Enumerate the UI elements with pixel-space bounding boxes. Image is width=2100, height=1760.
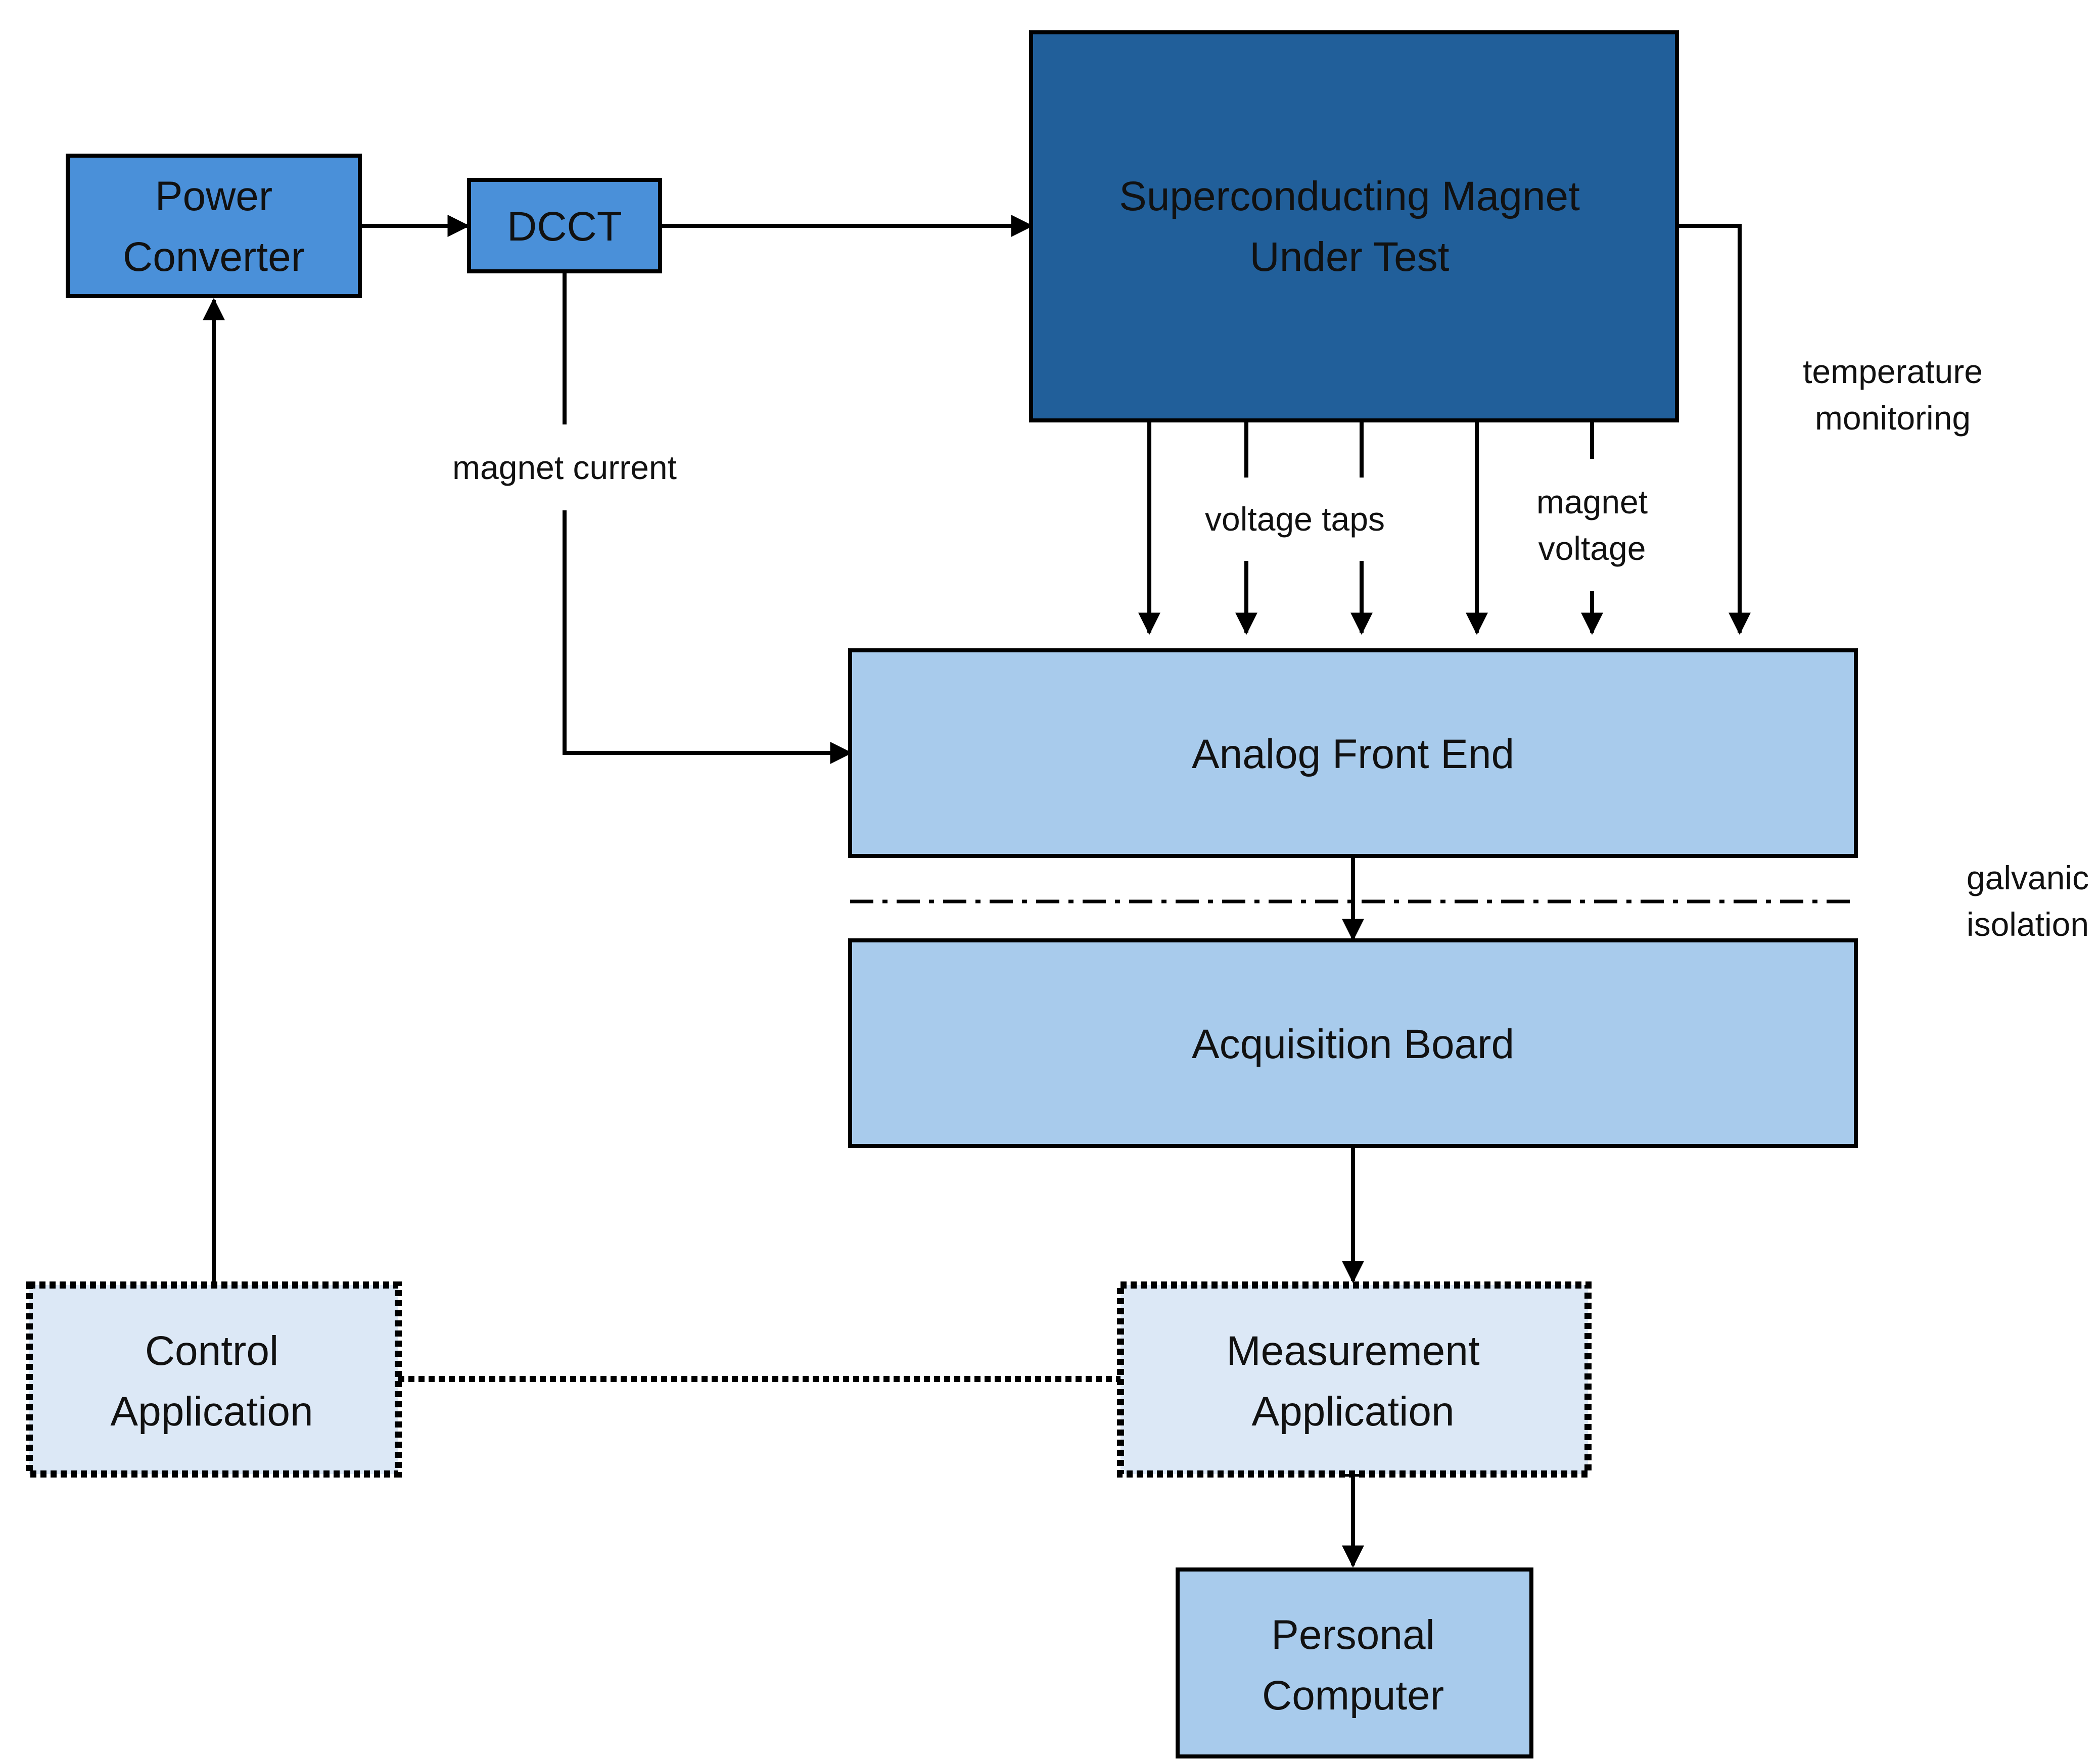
temperature-monitoring-arrow xyxy=(1677,224,1751,635)
magnet-voltage-label-line-2: voltage xyxy=(1538,530,1646,567)
personal-computer-label-line-2: Computer xyxy=(1262,1673,1444,1719)
voltage-taps-label: voltage taps xyxy=(1205,500,1385,538)
control-application-block: Control Application xyxy=(26,1281,402,1478)
analog-front-end-block: Analog Front End xyxy=(848,648,1858,858)
dcct-block: DCCT xyxy=(467,178,662,273)
magnet-current-label: magnet current xyxy=(452,449,677,486)
power-converter-label-line-1: Power xyxy=(155,173,272,219)
power-converter-label-line-2: Converter xyxy=(123,234,305,280)
dcct-label: DCCT xyxy=(507,204,622,250)
measurement-application-label-line-2: Application xyxy=(1251,1389,1454,1435)
temperature-monitoring-label-line-1: temperature xyxy=(1803,353,1983,390)
connectors xyxy=(203,215,1856,1568)
analog-front-end-label: Analog Front End xyxy=(1192,731,1514,777)
acquisition-board-label: Acquisition Board xyxy=(1192,1021,1514,1067)
power-converter-block: Power Converter xyxy=(66,154,362,298)
measurement-application-block: Measurement Application xyxy=(1117,1281,1592,1478)
magnet-label-line-1: Superconducting Magnet xyxy=(1119,173,1580,219)
acquisition-board-block: Acquisition Board xyxy=(848,938,1858,1148)
temperature-monitoring-label-line-2: monitoring xyxy=(1815,399,1971,437)
measurement-application-label-line-1: Measurement xyxy=(1226,1328,1480,1374)
magnet-block: Superconducting Magnet Under Test xyxy=(1029,30,1679,422)
personal-computer-label-line-1: Personal xyxy=(1271,1612,1435,1658)
control-application-label-line-2: Application xyxy=(110,1389,313,1435)
galvanic-isolation-label-line-1: galvanic xyxy=(1967,859,2089,896)
control-application-label-line-1: Control xyxy=(145,1328,278,1374)
magnet-label-line-2: Under Test xyxy=(1249,234,1449,280)
magnet-voltage-label-line-1: magnet xyxy=(1536,483,1648,520)
galvanic-isolation-label-line-2: isolation xyxy=(1967,906,2089,943)
magnet-current-arrow xyxy=(563,510,853,764)
personal-computer-block: Personal Computer xyxy=(1176,1567,1533,1758)
